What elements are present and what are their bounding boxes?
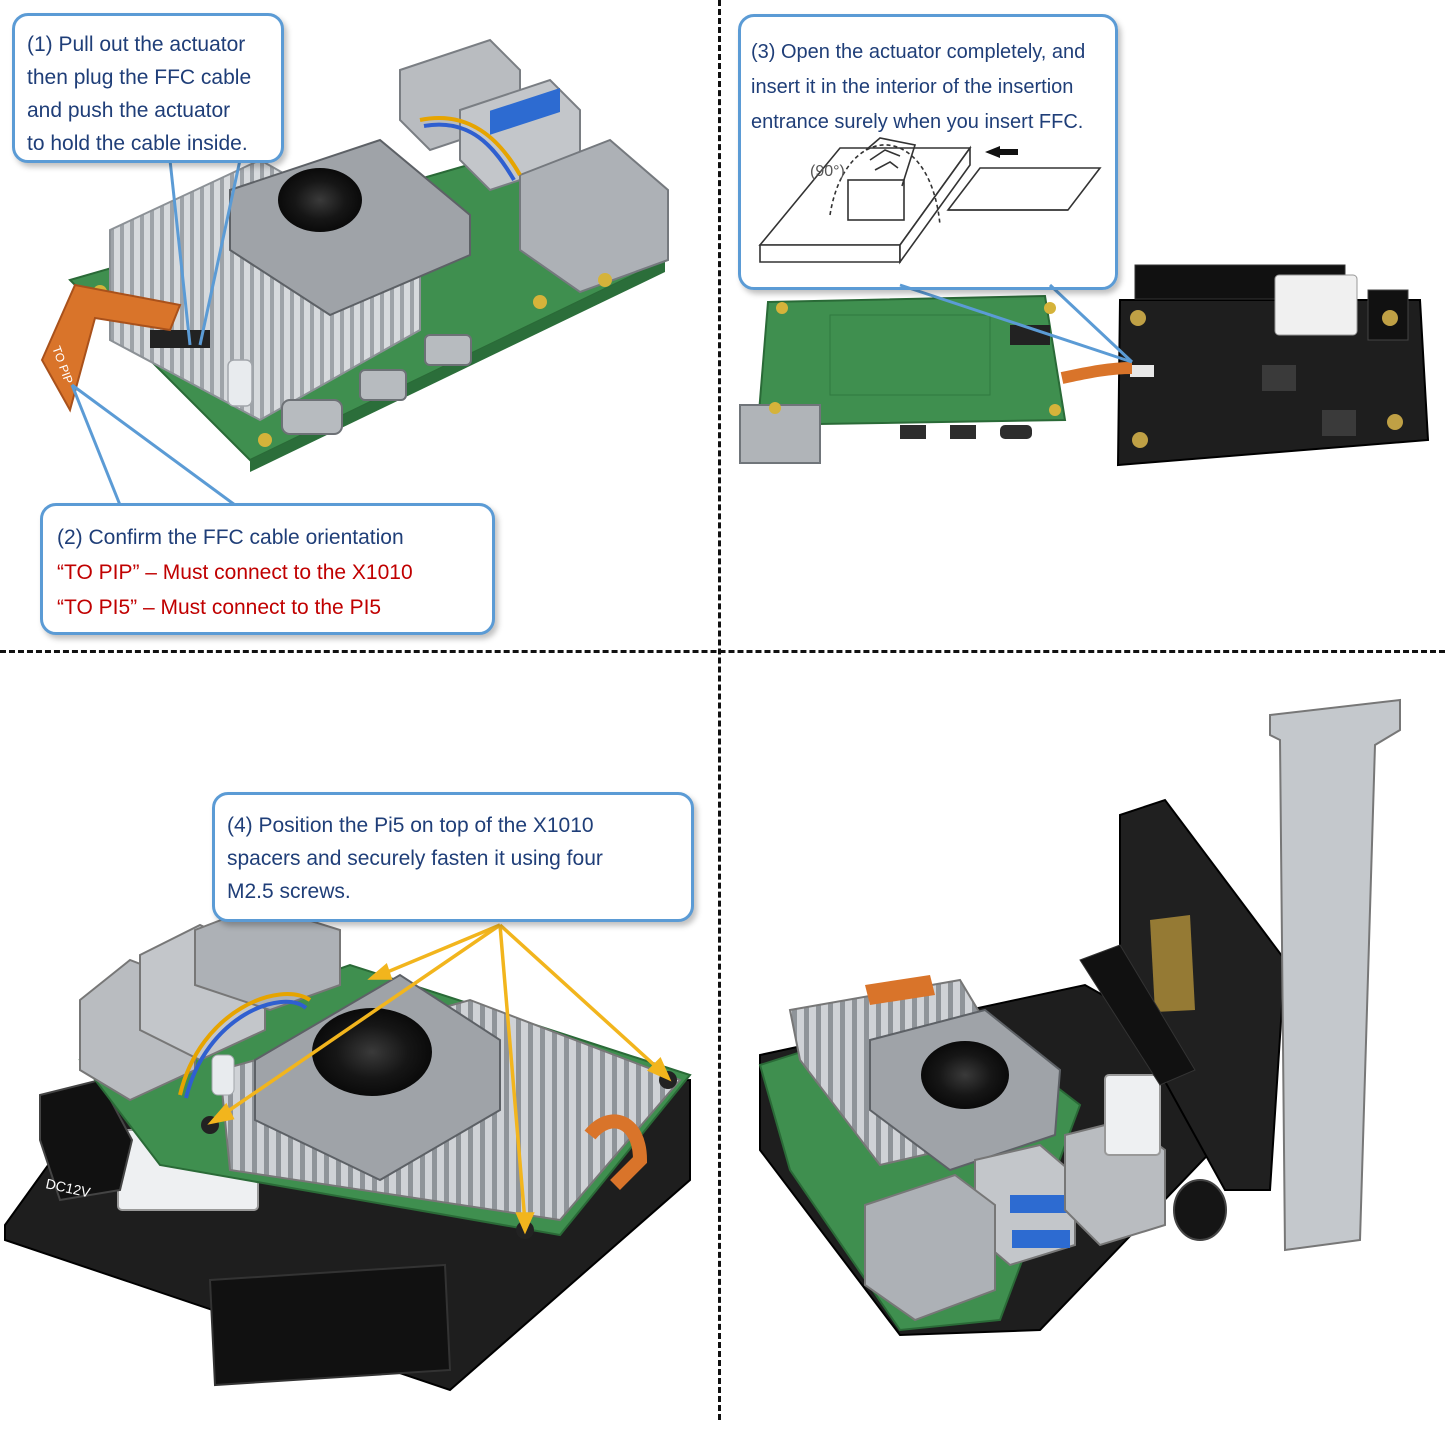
molex-power-connector	[1274, 274, 1358, 336]
screw-indicator-arrows	[207, 923, 672, 1235]
callout-step4-line: spacers and securely fasten it using fou…	[227, 847, 603, 870]
leader-line	[1048, 283, 1134, 364]
pi5-board-panel3	[78, 903, 692, 1239]
angle-label: (90°)	[810, 163, 845, 180]
fan-icon	[312, 1008, 432, 1096]
leader-line	[70, 384, 122, 506]
ethernet-port	[739, 404, 821, 464]
callout-step4-line: (4) Position the Pi5 on top of the X1010	[227, 814, 594, 837]
callout-step4-line: M2.5 screws.	[227, 880, 351, 903]
leader-line	[168, 159, 192, 346]
usb3-port-insert	[490, 88, 560, 135]
usb3-port-insert	[1012, 1230, 1070, 1248]
leader-line	[899, 283, 1133, 364]
ffc-cable	[584, 1114, 648, 1190]
callout-step3-line: entrance surely when you insert FFC.	[751, 111, 1084, 133]
ffc-cable	[40, 283, 182, 413]
callout-step3-line: insert it in the interior of the inserti…	[751, 76, 1074, 98]
ffc-insertion-drawing	[758, 137, 1102, 265]
callout-step2-title: (2) Confirm the FFC cable orientation	[57, 526, 404, 549]
x1010-board-panel2	[1116, 264, 1430, 467]
callout-step1-line: to hold the cable inside.	[27, 132, 248, 155]
callout-step2-warning-pip: “TO PIP” – Must connect to the X1010	[57, 561, 413, 584]
ethernet-port	[864, 1173, 996, 1322]
insert-direction-arrow-icon	[985, 146, 1018, 158]
callout-step1-line: (1) Pull out the actuator	[27, 33, 246, 56]
callout-step2: (2) Confirm the FFC cable orientation “T…	[40, 503, 495, 635]
ffc-connector	[150, 330, 210, 348]
pi5-board-panel2	[739, 294, 1067, 464]
molex-power-connector	[1104, 1074, 1161, 1156]
hdmi-port	[359, 369, 407, 401]
fan-icon	[921, 1041, 1009, 1109]
callout-step1-line: then plug the FFC cable	[27, 66, 252, 89]
ffc-cable	[1060, 362, 1133, 384]
leader-line	[198, 159, 242, 346]
callout-step1: (1) Pull out the actuator then plug the …	[12, 13, 284, 163]
pcie-slot	[208, 1263, 452, 1387]
callout-step2-warning-pi5: “TO PI5” – Must connect to the PI5	[57, 596, 382, 619]
pi5-board-panel1	[68, 38, 669, 472]
pcie-slot	[1079, 944, 1196, 1086]
usbc-port	[281, 399, 343, 435]
callout-step1-line: and push the actuator	[27, 99, 231, 122]
assembled-unit-panel4	[758, 698, 1401, 1337]
horizontal-divider	[0, 650, 1445, 653]
hdmi-port	[424, 334, 472, 366]
dc-jack	[1173, 1179, 1227, 1241]
callout-step3: (3) Open the actuator completely, and in…	[738, 14, 1118, 290]
ffc-cable	[865, 975, 935, 1005]
callout-step4: (4) Position the Pi5 on top of the X1010…	[212, 792, 694, 922]
ethernet-port	[519, 138, 669, 294]
leader-line	[71, 383, 236, 507]
fan-icon	[278, 168, 362, 232]
callout-step3-line: (3) Open the actuator completely, and	[751, 41, 1086, 63]
pcie-bracket	[1269, 698, 1401, 1252]
usb3-port-insert	[1010, 1195, 1068, 1213]
vertical-divider	[718, 0, 721, 1420]
